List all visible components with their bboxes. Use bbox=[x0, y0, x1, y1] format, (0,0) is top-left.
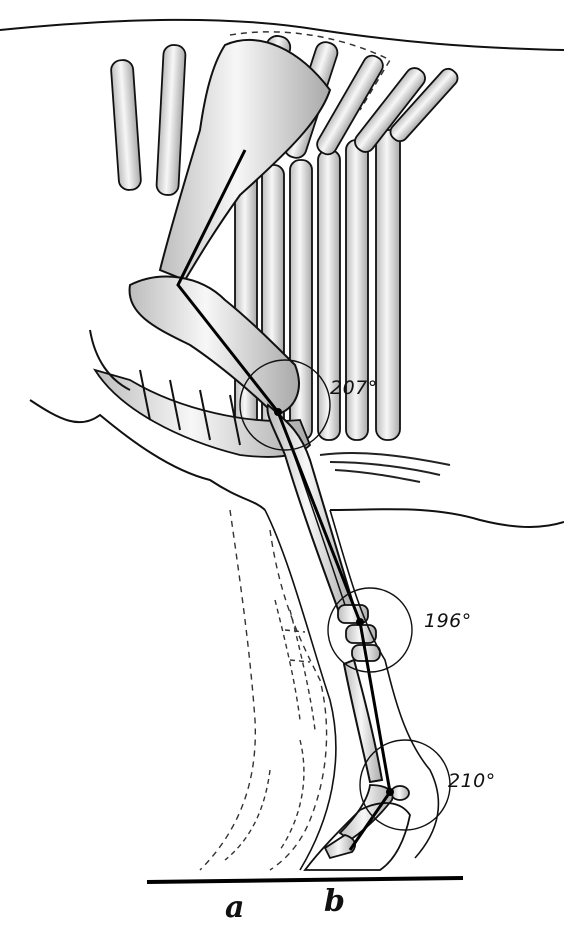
shoulder-joint-point bbox=[274, 408, 282, 416]
phalanges bbox=[325, 785, 409, 858]
shoulder-angle-label: 207° bbox=[330, 377, 378, 399]
spinous-process bbox=[110, 59, 141, 190]
elbow-joint-point bbox=[356, 618, 364, 626]
proximal-phalanx bbox=[340, 785, 393, 840]
carpal-bones bbox=[338, 605, 380, 661]
rib bbox=[376, 130, 400, 440]
label-b: b bbox=[324, 884, 345, 919]
rib bbox=[235, 170, 257, 440]
fetlock-joint-point bbox=[386, 788, 394, 796]
spinous-process bbox=[156, 45, 186, 196]
ground-line bbox=[147, 878, 463, 882]
middle-phalanx bbox=[325, 835, 355, 858]
xiphoid-cartilage bbox=[320, 453, 450, 482]
belly-outline bbox=[330, 509, 564, 527]
leg-outline-a bbox=[200, 510, 327, 870]
label-a: a bbox=[225, 890, 244, 925]
elbow-angle-label: 196° bbox=[424, 610, 472, 632]
leg-bones-a bbox=[225, 600, 315, 860]
fetlock-angle-label: 210° bbox=[448, 770, 496, 792]
